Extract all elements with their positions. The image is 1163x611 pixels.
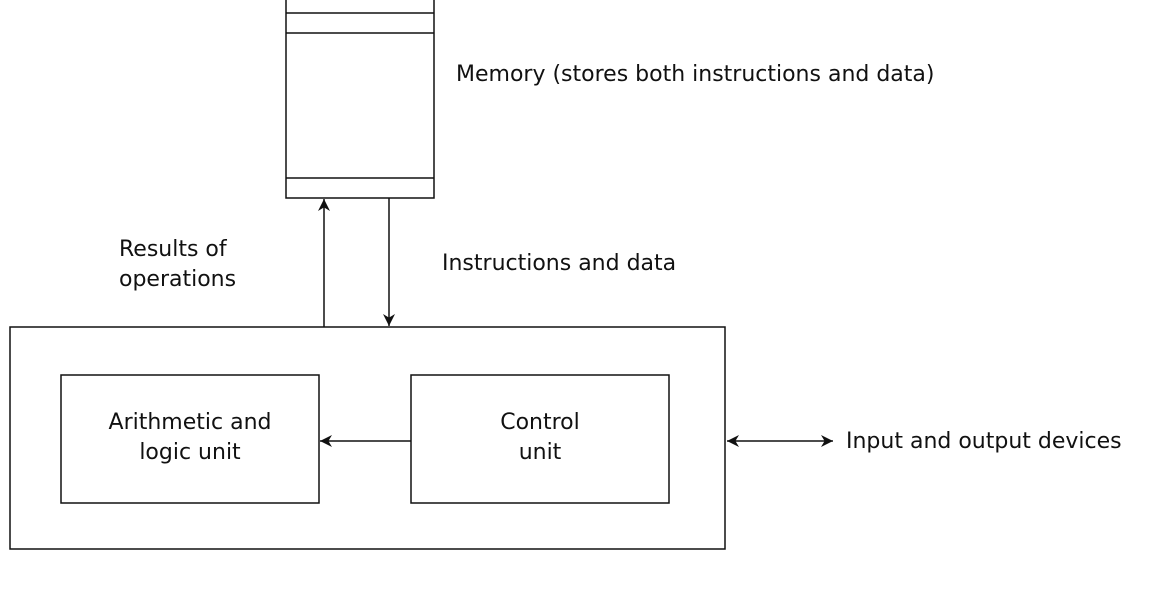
results-label-line-1: Results of (119, 237, 227, 262)
control-unit-box (410, 374, 670, 504)
cpu-box (9, 326, 726, 550)
alu-label-line-2: logic unit (139, 440, 241, 465)
instructions-label: Instructions and data (442, 251, 677, 276)
alu-label-line-1: Arithmetic and (108, 410, 272, 435)
alu-label: Arithmetic and logic unit (61, 408, 319, 468)
memory-block (285, 0, 435, 199)
io-label: Input and output devices (846, 429, 1122, 454)
results-label-line-2: operations (119, 267, 237, 292)
control-unit-label-line-2: unit (518, 440, 562, 465)
memory-label: Memory (stores both instructions and dat… (456, 62, 935, 87)
control-unit-label-line-1: Control (500, 410, 580, 435)
memory-box (285, 0, 435, 199)
alu-box (60, 374, 320, 504)
control-unit-label: Control unit (411, 408, 669, 468)
results-label: Results of operations (119, 235, 236, 295)
